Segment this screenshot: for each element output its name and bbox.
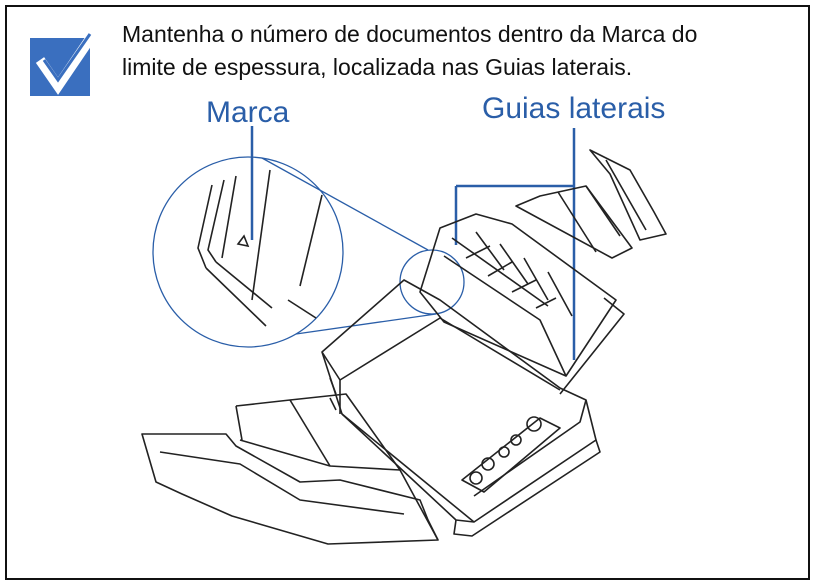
note-line-1: Mantenha o número de documentos dentro d…	[122, 21, 698, 47]
magnified-detail	[197, 169, 323, 327]
side-guides-label: Guias laterais	[482, 92, 666, 125]
note-text: Mantenha o número de documentos dentro d…	[122, 18, 812, 84]
scanner-body	[141, 149, 667, 545]
side-guides-bracket	[454, 128, 576, 360]
checkmark-icon	[30, 30, 98, 96]
marca-label: Marca	[206, 96, 290, 129]
magnifier-callout	[152, 156, 465, 348]
note-line-2: limite de espessura, localizada nas Guia…	[122, 54, 633, 80]
